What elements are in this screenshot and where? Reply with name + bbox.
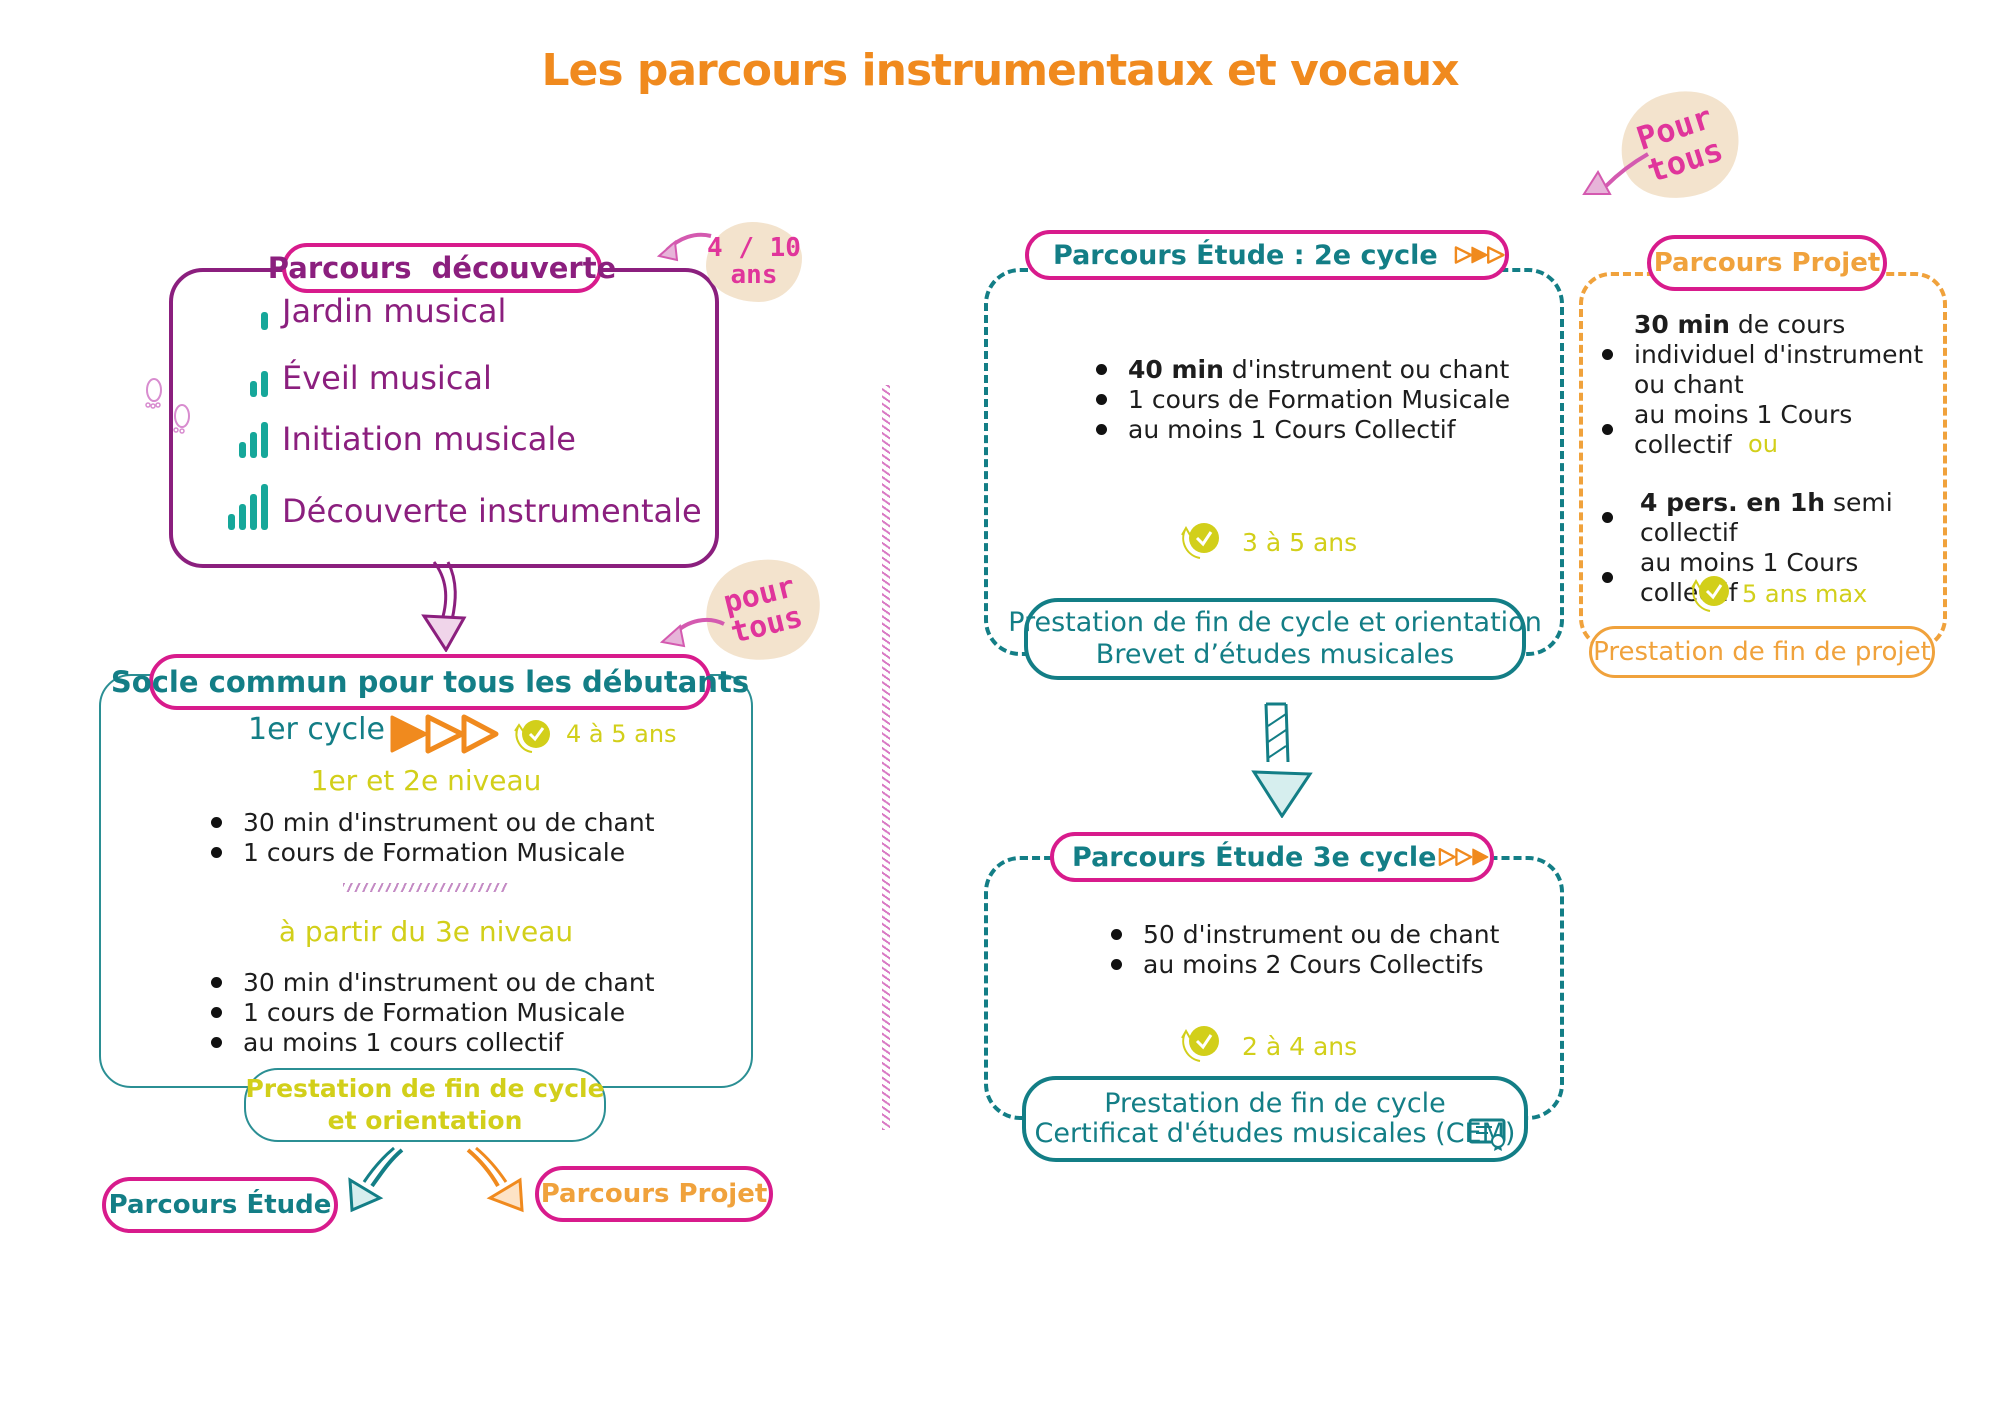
signal-bars-icon — [220, 484, 268, 530]
parcours-etude-button[interactable]: Parcours Étude — [102, 1177, 338, 1233]
signal-bars-icon — [220, 312, 268, 330]
column-divider — [882, 385, 890, 1130]
age-bubble: 4 / 10 ans — [706, 222, 802, 302]
duration-label: 5 ans max — [1742, 580, 1868, 608]
arrow-icon — [656, 232, 712, 262]
list-item: Jardin musical — [220, 292, 506, 330]
signal-bars-icon — [220, 422, 268, 458]
page-title: Les parcours instrumentaux et vocaux — [541, 45, 1459, 96]
level1-list: 30 min d'instrument ou de chant 1 cours … — [205, 808, 655, 868]
list-item: 30 min d'instrument ou de chant — [205, 808, 655, 838]
list-item: au moins 1 cours collectif — [205, 1028, 655, 1058]
play-triangles-icon — [1454, 246, 1505, 264]
arrow-icon — [466, 1146, 524, 1213]
list-item: Éveil musical — [220, 359, 492, 397]
etude3-prestation: Prestation de fin de cycle Certificat d'… — [1022, 1076, 1528, 1162]
projet-group2-list: 4 pers. en 1h semi collectif au moins 1 … — [1596, 488, 1941, 608]
level-title: à partir du 3e niveau — [278, 915, 574, 948]
certificate-icon — [1468, 1118, 1506, 1151]
list-item: au moins 1 Cours collectif — [1596, 400, 1936, 460]
list-item: 50 d'instrument ou de chant — [1105, 920, 1499, 950]
list-item: 1 cours de Formation Musicale — [205, 838, 655, 868]
list-item: Découverte instrumentale — [220, 484, 702, 530]
list-item: 30 min de cours individuel d'instrument … — [1596, 310, 1936, 400]
list-item: au moins 2 Cours Collectifs — [1105, 950, 1499, 980]
list-item: 30 min d'instrument ou de chant — [205, 968, 655, 998]
level3-list: 30 min d'instrument ou de chant 1 cours … — [205, 968, 655, 1058]
arrow-icon — [1582, 152, 1649, 195]
etude3-title: Parcours Étude 3e cycle — [1050, 832, 1494, 882]
arrow-icon — [421, 561, 467, 652]
cycle-label: 1er cycle — [248, 712, 385, 747]
clock-icon — [1181, 523, 1219, 559]
level-separator — [343, 883, 509, 892]
socle-title: Socle commun pour tous les débutants — [111, 654, 749, 710]
projet-title: Parcours Projet — [1647, 235, 1887, 291]
or-label: ou — [1748, 430, 1778, 458]
level-title: 1er et 2e niveau — [310, 764, 542, 797]
etude2-title: Parcours Étude : 2e cycle — [1025, 230, 1509, 280]
list-item: 1 cours de Formation Musicale — [205, 998, 655, 1028]
arrow-icon — [660, 617, 725, 648]
list-item: 4 pers. en 1h semi collectif — [1596, 488, 1941, 548]
decouverte-title: Parcours découverte — [268, 243, 616, 293]
arrow-icon — [1251, 702, 1313, 818]
footprints-icon — [145, 378, 190, 434]
play-triangles-icon — [390, 714, 499, 754]
etude3-list: 50 d'instrument ou de chant au moins 2 C… — [1105, 920, 1499, 980]
etude2-list: 40 min d'instrument ou chant 1 cours de … — [1090, 355, 1510, 445]
list-item: au moins 1 Cours Collectif — [1090, 415, 1510, 445]
list-item: 40 min d'instrument ou chant — [1090, 355, 1510, 385]
clock-icon — [1691, 576, 1729, 612]
projet-prestation: Prestation de fin de projet — [1589, 626, 1935, 678]
projet-group1-list: 30 min de cours individuel d'instrument … — [1596, 310, 1936, 460]
etude2-prestation: Prestation de fin de cycle et orientatio… — [1008, 598, 1542, 680]
arrow-icon — [348, 1146, 404, 1213]
list-item: 1 cours de Formation Musicale — [1090, 385, 1510, 415]
duration-label: 2 à 4 ans — [1242, 1032, 1358, 1061]
signal-bars-icon — [220, 371, 268, 397]
list-item: Initiation musicale — [220, 420, 576, 458]
duration-label: 3 à 5 ans — [1242, 528, 1358, 557]
parcours-projet-button[interactable]: Parcours Projet — [535, 1166, 773, 1222]
duration-label: 4 à 5 ans — [566, 720, 677, 748]
play-triangles-icon — [1439, 848, 1489, 866]
clock-icon — [514, 720, 550, 753]
clock-icon — [1181, 1026, 1219, 1062]
socle-prestation: Prestation de fin de cycle et orientatio… — [244, 1068, 606, 1142]
list-item: au moins 1 Cours collectif — [1596, 548, 1941, 608]
